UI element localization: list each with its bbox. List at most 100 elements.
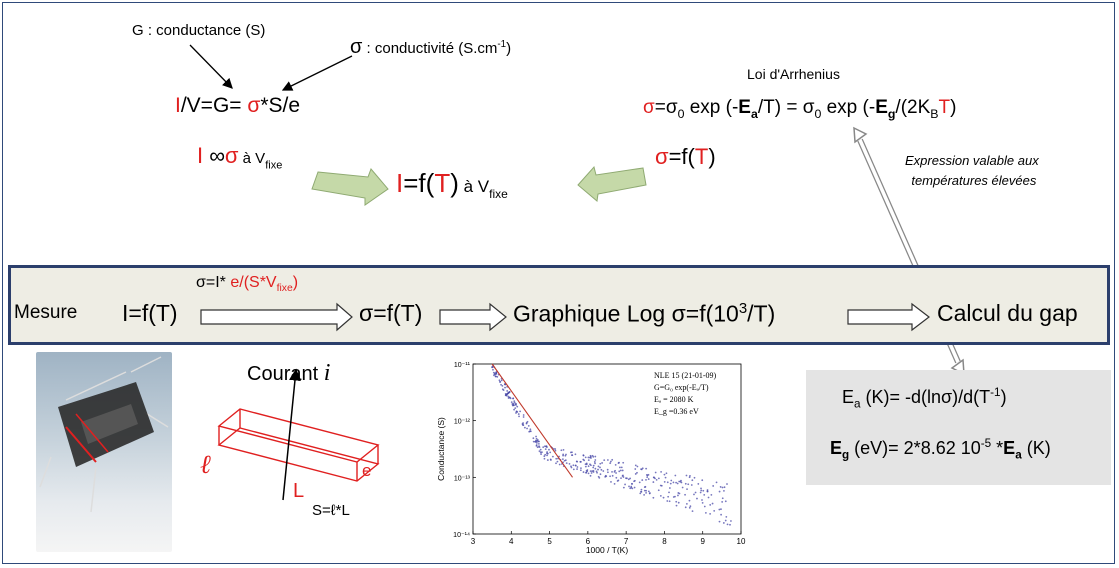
data-point bbox=[589, 474, 592, 477]
data-point bbox=[536, 439, 539, 441]
width-symbol: ℓ bbox=[200, 450, 211, 479]
data-point bbox=[657, 477, 660, 480]
data-point bbox=[593, 460, 596, 463]
data-point bbox=[700, 487, 702, 490]
data-point bbox=[647, 490, 650, 493]
data-point bbox=[526, 427, 528, 430]
data-point bbox=[500, 379, 503, 382]
data-point bbox=[582, 471, 585, 473]
data-point bbox=[631, 482, 633, 485]
data-point bbox=[676, 482, 679, 485]
data-point bbox=[622, 486, 625, 489]
data-point bbox=[724, 500, 727, 503]
data-point bbox=[690, 484, 693, 486]
data-point bbox=[544, 453, 547, 456]
data-point bbox=[565, 462, 568, 465]
data-point bbox=[622, 474, 624, 477]
data-point bbox=[696, 497, 698, 500]
data-point bbox=[594, 467, 597, 470]
data-point bbox=[556, 460, 559, 463]
data-point bbox=[604, 475, 607, 478]
data-point bbox=[625, 477, 627, 480]
data-point bbox=[700, 489, 703, 492]
data-point bbox=[506, 390, 509, 392]
data-point bbox=[540, 453, 542, 455]
data-point bbox=[562, 448, 565, 451]
data-point bbox=[724, 519, 727, 522]
data-point bbox=[574, 453, 577, 456]
data-point bbox=[587, 459, 590, 462]
data-point bbox=[645, 473, 648, 476]
data-point bbox=[554, 449, 557, 452]
gap-formula-box: Ea (K)= -d(lnσ)/d(T-1) Eg (eV)= 2*8.62 1… bbox=[806, 370, 1111, 485]
y-tick-label: 10⁻¹¹ bbox=[454, 362, 471, 369]
data-point bbox=[677, 501, 680, 504]
y-tick-label: 10⁻¹³ bbox=[454, 475, 471, 482]
y-tick-label: 10⁻¹⁴ bbox=[453, 532, 470, 539]
data-point bbox=[699, 491, 702, 494]
thickness-symbol: e bbox=[362, 461, 372, 480]
data-point bbox=[720, 513, 722, 516]
data-point bbox=[654, 477, 656, 480]
data-point bbox=[685, 502, 688, 505]
data-point bbox=[618, 461, 620, 464]
data-point bbox=[576, 468, 578, 470]
data-point bbox=[675, 481, 678, 484]
flow-arrow-3 bbox=[847, 302, 930, 332]
annotation-sample: NLE 15 (21-01-09) bbox=[654, 371, 717, 380]
sample-photo-drawing bbox=[39, 356, 169, 513]
data-point bbox=[721, 486, 724, 489]
data-point bbox=[627, 478, 630, 481]
data-point bbox=[546, 459, 549, 461]
conductivity-label: σ : conductivité (S.cm-1) bbox=[350, 36, 512, 58]
proportionality-formula: I ∞σ à Vfixe bbox=[197, 143, 283, 172]
x-tick-label: 4 bbox=[509, 537, 514, 546]
data-point bbox=[518, 415, 520, 418]
data-point bbox=[634, 468, 637, 470]
data-point bbox=[634, 473, 637, 475]
data-point bbox=[585, 471, 588, 474]
data-point bbox=[590, 457, 592, 459]
data-point bbox=[620, 466, 623, 469]
data-point bbox=[619, 466, 621, 469]
current-arrow bbox=[282, 368, 301, 501]
data-point bbox=[684, 506, 687, 509]
data-point bbox=[545, 445, 548, 448]
data-point bbox=[726, 523, 729, 526]
data-point bbox=[693, 476, 696, 479]
data-point bbox=[674, 474, 677, 477]
flow-step-measure: I=f(T) bbox=[122, 300, 178, 326]
data-point bbox=[597, 468, 599, 471]
data-point bbox=[515, 412, 517, 414]
data-point bbox=[498, 379, 501, 382]
annotation-model: G=G₀ exp(-Eₐ/T) bbox=[654, 383, 709, 392]
data-point bbox=[546, 451, 549, 453]
data-point bbox=[624, 483, 626, 486]
data-point bbox=[615, 472, 617, 474]
data-point bbox=[640, 488, 643, 491]
data-point bbox=[691, 479, 694, 482]
data-point bbox=[606, 471, 609, 474]
data-point bbox=[501, 384, 504, 387]
data-point bbox=[713, 509, 716, 512]
data-point bbox=[499, 381, 501, 383]
length-symbol: L bbox=[293, 480, 305, 502]
data-point bbox=[677, 492, 680, 494]
flow-arrow-2 bbox=[439, 302, 507, 332]
data-point bbox=[508, 391, 511, 393]
data-point bbox=[539, 448, 542, 451]
data-point bbox=[615, 476, 618, 479]
data-point bbox=[721, 501, 724, 503]
data-point bbox=[592, 455, 595, 458]
data-point bbox=[640, 490, 643, 493]
ea-formula: Ea (K)= -d(lnσ)/d(T-1) bbox=[842, 386, 1007, 411]
data-point bbox=[491, 366, 494, 368]
data-point bbox=[543, 457, 546, 460]
data-point bbox=[639, 492, 642, 495]
data-point bbox=[513, 400, 516, 403]
data-point bbox=[537, 442, 540, 445]
data-point bbox=[725, 515, 728, 518]
data-point bbox=[643, 493, 646, 496]
data-point bbox=[494, 375, 497, 378]
